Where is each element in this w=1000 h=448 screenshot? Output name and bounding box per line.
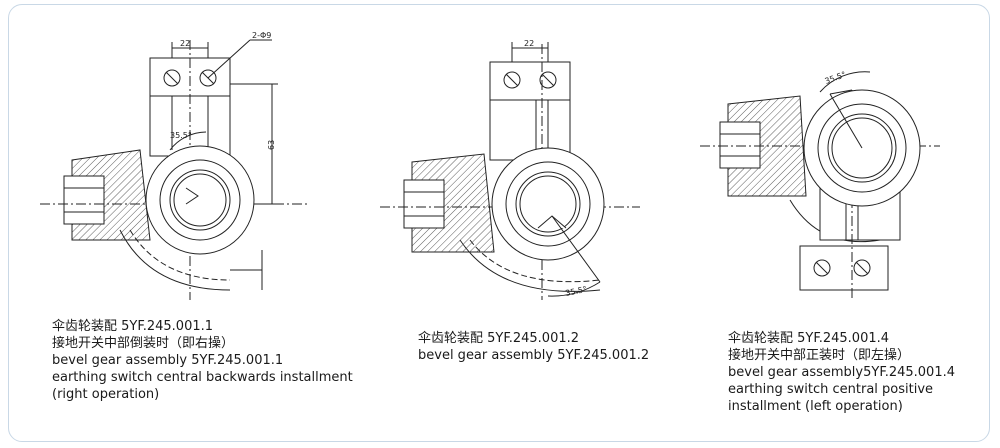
caption-en-line1: bevel gear assembly5YF.245.001.4 [728,365,956,380]
caption-assembly-3: 伞齿轮装配 5YF.245.001.4 接地开关中部正装时（即左操） bevel… [728,330,955,415]
caption-cn-line2: 接地开关中部正装时（即左操） [728,348,911,363]
dim-angle-2: 35.5° [565,285,588,298]
caption-assembly-2: 伞齿轮装配 5YF.245.001.2 bevel gear assembly … [418,330,649,364]
caption-en-line2: earthing switch central backwards instal… [52,370,353,385]
caption-en-line1: bevel gear assembly 5YF.245.001.2 [418,348,650,363]
dim-width-2: 22 [524,39,534,48]
dim-hole-1: 2-Φ9 [252,31,271,40]
caption-cn-line1: 伞齿轮装配 5YF.245.001.4 [728,331,890,346]
diagram-frame [8,4,990,442]
dim-angle-3: 35.5° [824,70,848,86]
dim-width-1: 22 [180,39,190,48]
caption-cn-line1: 伞齿轮装配 5YF.245.001.2 [418,331,580,346]
caption-assembly-1: 伞齿轮装配 5YF.245.001.1 接地开关中部倒装时（即右操） bevel… [52,318,353,403]
caption-en-line1: bevel gear assembly 5YF.245.001.1 [52,353,284,368]
drawing-assembly-2 [380,42,640,300]
drawing-assembly-3 [700,71,940,300]
dim-height-1: 63 [267,140,276,150]
caption-en-line3: installment (left operation) [728,399,903,414]
caption-en-line3: (right operation) [52,387,160,402]
drawing-assembly-1 [40,39,310,300]
caption-cn-line1: 伞齿轮装配 5YF.245.001.1 [52,319,214,334]
caption-en-line2: earthing switch central positive [728,382,934,397]
dim-angle-1: 35.5° [170,131,192,140]
caption-cn-line2: 接地开关中部倒装时（即右操） [52,336,235,351]
